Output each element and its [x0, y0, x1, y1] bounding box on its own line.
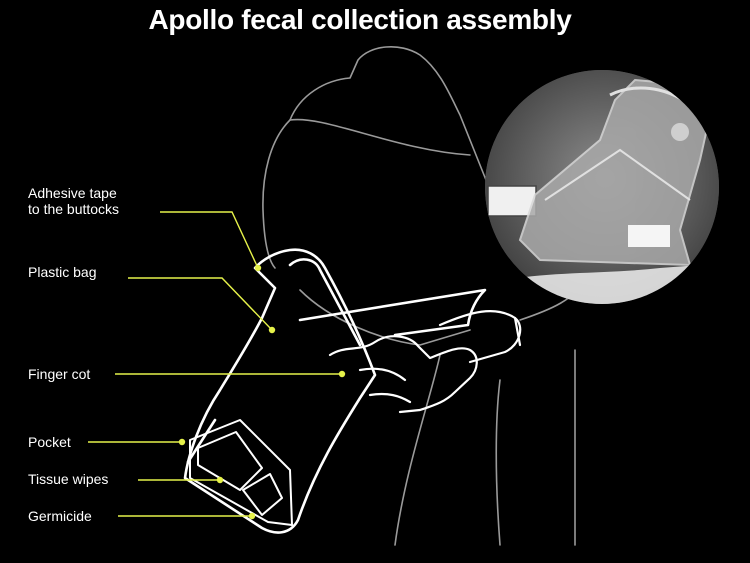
pocket-outline — [189, 419, 293, 526]
diagram-title: Apollo fecal collection assembly — [148, 4, 572, 35]
leader-plastic-bag — [128, 277, 273, 331]
label-finger-cot: Finger cot — [28, 366, 91, 382]
leg-outline-2 — [495, 379, 501, 546]
label-germicide: Germicide — [28, 508, 92, 524]
bag-outline — [183, 248, 487, 534]
shoulder-outline — [289, 118, 471, 156]
leader-adhesive-tape — [160, 211, 259, 269]
leader-dots — [178, 264, 346, 520]
buttock-outline — [262, 119, 291, 269]
label-plastic-bag: Plastic bag — [28, 264, 97, 280]
leg-outline-1 — [394, 354, 441, 546]
label-pocket: Pocket — [28, 434, 71, 450]
photo-inset — [485, 70, 719, 304]
leader-lines — [88, 211, 342, 517]
label-tissue-wipes: Tissue wipes — [28, 471, 109, 487]
label-adhesive-tape: Adhesive tape to the buttocks — [28, 185, 120, 217]
hand-outline — [328, 310, 522, 414]
